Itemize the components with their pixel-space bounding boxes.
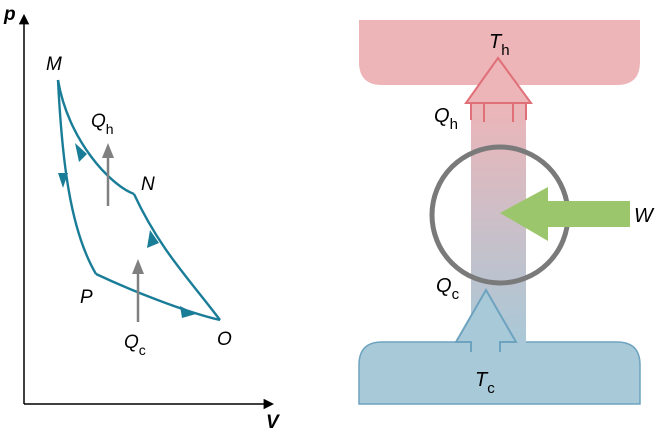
tc-symbol: T: [475, 369, 489, 391]
hot-reservoir-label: Th: [489, 31, 510, 59]
curve-o-to-n: [132, 193, 221, 321]
work-arrow-icon: [500, 187, 630, 241]
point-n-label: N: [141, 174, 155, 195]
qh-subscript: h: [106, 121, 114, 137]
cold-reservoir-label: Tc: [475, 369, 495, 397]
qc-arrow-icon: [132, 259, 144, 274]
tc-subscript: c: [487, 380, 495, 397]
qh-symbol: Q: [91, 111, 106, 132]
point-o-label: O: [217, 329, 232, 350]
engine-qh-label: Qh: [434, 105, 458, 133]
engine-diagram: Th Tc Qh Qc W: [358, 20, 655, 405]
qc-symbol: Q: [124, 332, 139, 353]
qc-label: Qc: [124, 332, 146, 358]
arrow-m-to-p-icon: [58, 173, 68, 188]
qh-label: Qh: [91, 111, 114, 137]
engine-qh-subscript: h: [450, 116, 458, 133]
arrow-p-to-o-icon: [180, 306, 196, 318]
th-subscript: h: [501, 42, 509, 59]
engine-qh-symbol: Q: [434, 105, 450, 127]
point-m-label: M: [46, 54, 62, 75]
engine-qc-label: Qc: [436, 275, 460, 303]
qc-flow-arrow-joint: [472, 340, 499, 346]
engine-qc-symbol: Q: [436, 275, 452, 297]
curve-n-to-m: [56, 79, 135, 196]
qc-subscript: c: [139, 342, 146, 358]
curve-p-to-o: [95, 272, 221, 322]
th-symbol: T: [489, 31, 503, 53]
y-axis-label: p: [3, 4, 16, 25]
arrow-n-to-m-icon: [75, 143, 87, 162]
cold-reservoir: [358, 341, 641, 405]
x-axis-label: V: [266, 412, 280, 433]
qh-flow-arrow-icon: [464, 56, 533, 120]
hot-reservoir: [359, 20, 640, 85]
qh-arrow-icon: [102, 143, 114, 158]
curve-m-to-p: [56, 79, 98, 275]
arrow-o-to-n-icon: [147, 230, 159, 248]
pv-diagram: p V M N P O Qh Qc: [3, 4, 280, 433]
engine-qc-subscript: c: [452, 286, 460, 303]
work-label: W: [634, 205, 655, 227]
point-p-label: P: [80, 287, 93, 308]
